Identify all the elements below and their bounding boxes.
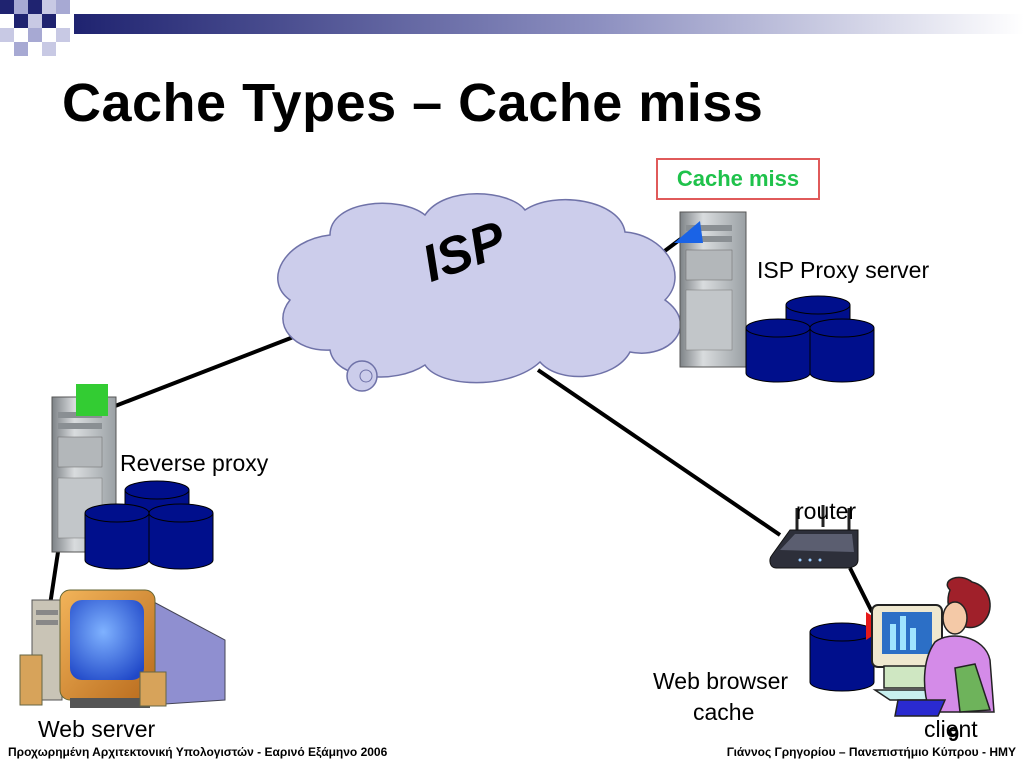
slide-title: Cache Types – Cache miss bbox=[62, 73, 764, 133]
isp-proxy-server-icon bbox=[674, 211, 747, 368]
link-reverse-proxy-isp bbox=[109, 334, 297, 410]
web-server-icon bbox=[19, 589, 226, 708]
web-browser-cache-label-line1: Web browser bbox=[653, 668, 789, 694]
corner-square bbox=[28, 28, 42, 42]
isp-proxy-disks-icon bbox=[745, 295, 875, 383]
footer-right: Γιάννος Γρηγορίου – Πανεπιστήμιο Κύπρου … bbox=[726, 745, 1016, 759]
web-server-label: Web server bbox=[38, 716, 156, 742]
corner-square bbox=[14, 0, 28, 14]
corner-square bbox=[28, 0, 42, 14]
corner-square bbox=[42, 42, 56, 56]
reverse-proxy-marker bbox=[76, 384, 108, 416]
header-decoration bbox=[0, 0, 1024, 56]
corner-square bbox=[0, 0, 14, 14]
corner-square bbox=[56, 0, 70, 14]
web-browser-cache-label-line2: cache bbox=[693, 699, 755, 725]
isp-proxy-server-label: ISP Proxy server bbox=[757, 257, 930, 283]
corner-square bbox=[28, 14, 42, 28]
cache-miss-label: Cache miss bbox=[656, 158, 820, 200]
router-icon bbox=[769, 505, 859, 569]
corner-square bbox=[14, 42, 28, 56]
isp-proxy-marker bbox=[674, 221, 703, 243]
corner-square bbox=[42, 0, 56, 14]
link-proxy-webserver bbox=[48, 551, 60, 606]
client-label: client bbox=[924, 716, 978, 742]
corner-square bbox=[0, 28, 14, 42]
link-isp-router bbox=[536, 368, 782, 537]
corner-square bbox=[42, 14, 56, 28]
corner-square bbox=[56, 28, 70, 42]
footer-left: Προχωρημένη Αρχιτεκτονική Υπολογιστών - … bbox=[8, 745, 388, 759]
page-number: 9 bbox=[948, 724, 960, 746]
corner-square bbox=[14, 14, 28, 28]
router-label: router bbox=[796, 498, 857, 524]
client-icon bbox=[871, 576, 995, 717]
isp-cloud: ISP bbox=[277, 193, 682, 392]
link-router-client bbox=[848, 567, 874, 613]
header-bar bbox=[74, 14, 1024, 34]
reverse-proxy-label: Reverse proxy bbox=[120, 450, 269, 476]
reverse-proxy-disks-icon bbox=[84, 480, 214, 570]
